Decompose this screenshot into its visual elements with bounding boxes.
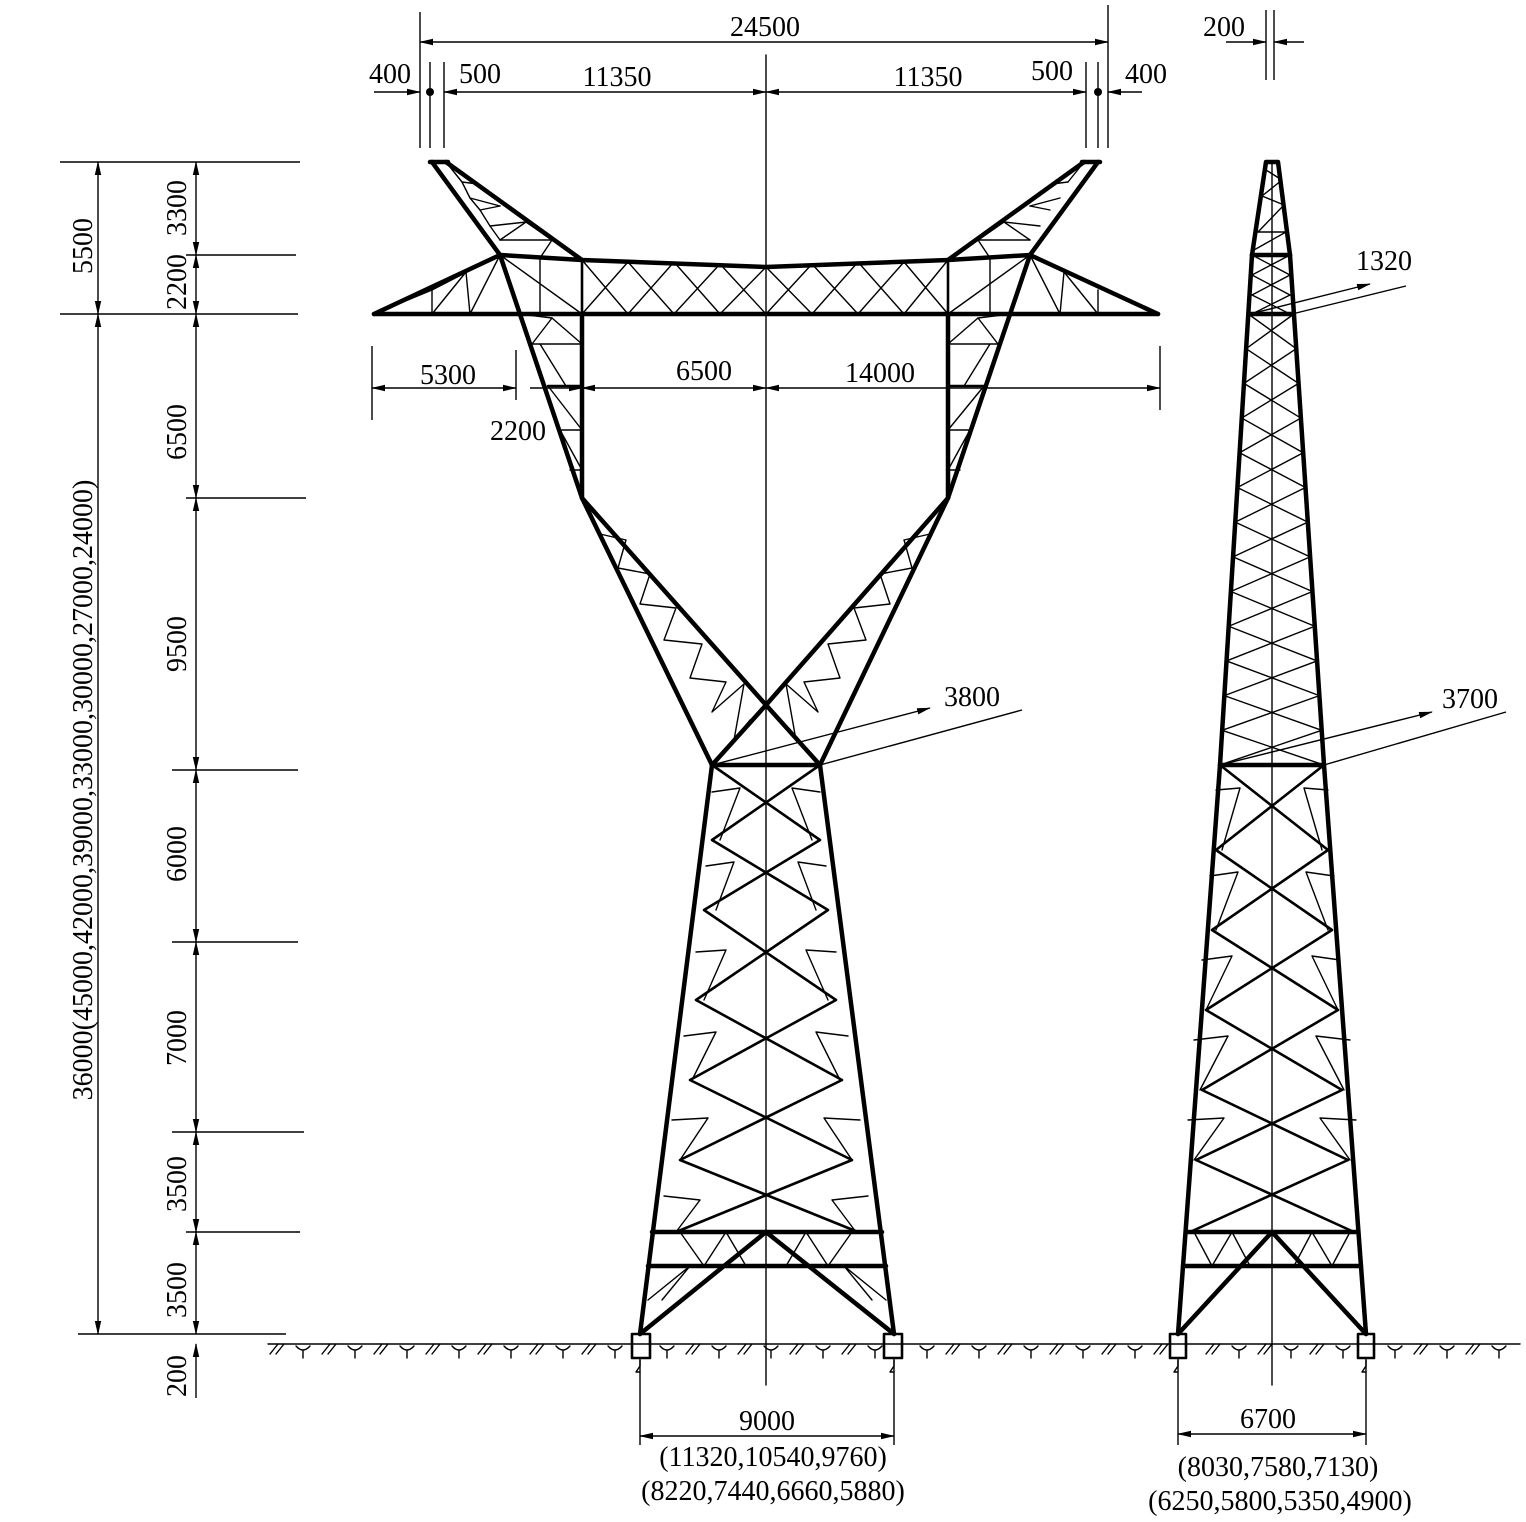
dim-side-base: 6700 [1240,1404,1296,1435]
dim-arm-depth: 2200 [162,254,193,310]
side-dimensions: 200 1320 3700 6700 (8030,7580,7130) (625… [1148,10,1507,1517]
height-dimensions: 5500 36000(45000,42000,39000,33000,30000… [60,161,306,1398]
dim-peak: 3300 [162,180,193,236]
dim-side-base-alt2: (6250,5800,5350,4900) [1148,1486,1412,1517]
dim-seg-4: 7000 [162,1010,193,1066]
side-view-tower [1168,159,1376,1386]
dim-front-base-alt1: (11320,10540,9760) [659,1442,887,1473]
dim-left-outer: 400 [369,59,411,90]
top-dimensions: 24500 400 500 11350 11350 500 400 [369,5,1167,148]
dim-seg-2: 9500 [162,616,193,672]
dim-left-half: 11350 [583,62,652,93]
front-upper-legs [497,252,1033,768]
dim-side-base-alt1: (8030,7580,7130) [1178,1452,1379,1483]
dim-arm-center-right: 14000 [845,358,915,389]
dim-seg-6: 3500 [162,1262,193,1318]
dim-seg-1: 6500 [162,404,193,460]
dim-side-upper: 1320 [1356,246,1412,277]
front-base-dimensions: 9000 (11320,10540,9760) (8220,7440,6660,… [639,1360,905,1507]
crossarm-dimensions: 5300 2200 6500 14000 [371,346,1161,447]
dim-front-base-alt2: (8220,7440,6660,5880) [641,1476,905,1507]
dim-arm-left-tip: 5300 [420,360,476,391]
dim-side-waist: 3700 [1442,684,1498,715]
dim-top-section: 5500 [68,218,99,274]
dim-arm-center-left: 6500 [676,356,732,387]
dim-right-half: 11350 [894,62,963,93]
dim-foundation: 200 [162,1355,193,1397]
dim-right-inner: 500 [1031,56,1073,87]
dim-seg-3: 6000 [162,826,193,882]
dim-total-height: 36000(45000,42000,39000,33000,30000,2700… [68,480,99,1101]
dim-front-base: 9000 [739,1406,795,1437]
front-footings [630,1332,904,1373]
dim-right-outer: 400 [1125,59,1167,90]
dim-seg-5: 3500 [162,1156,193,1212]
dim-front-waist: 3800 [944,682,1000,713]
waist-dimensions: 3800 [711,682,1023,766]
ground-line [267,1343,1521,1359]
front-view-tower [371,54,1161,1386]
dim-arm-leg-offset: 2200 [490,416,546,447]
dim-overall-width: 24500 [730,12,800,43]
dim-side-top: 200 [1203,12,1245,43]
dim-left-inner: 500 [459,59,501,90]
front-body [637,762,897,1337]
